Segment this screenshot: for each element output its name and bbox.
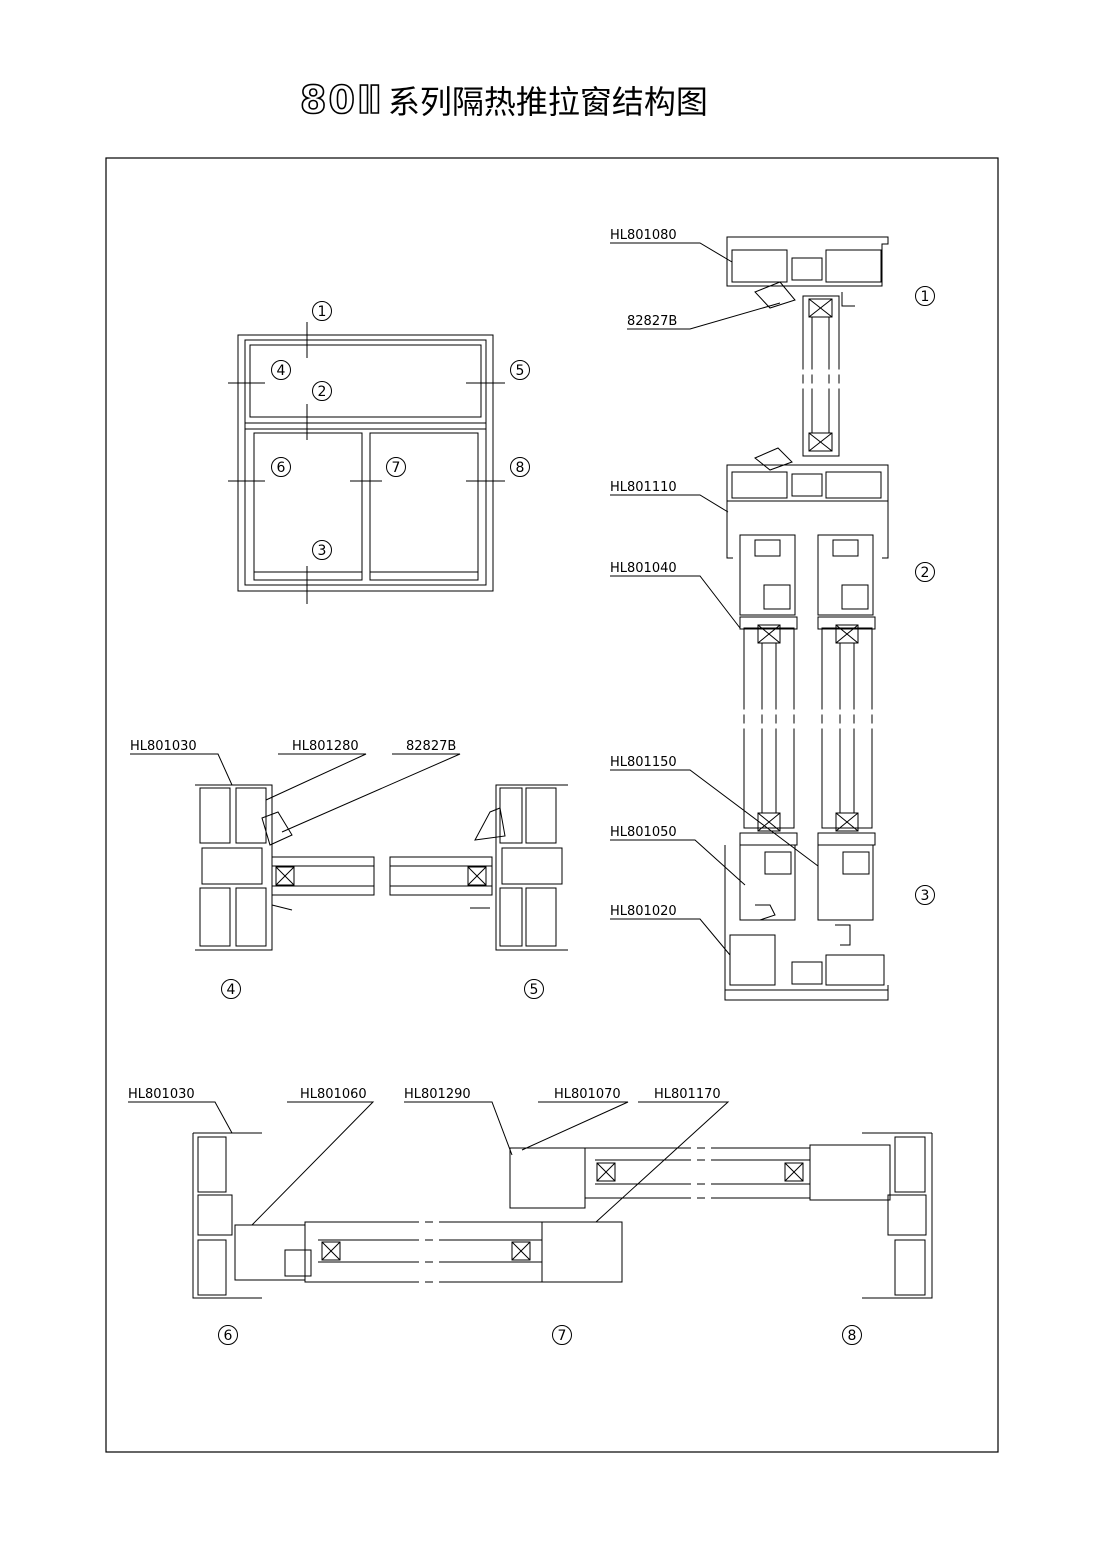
overview-marker-number-1: 1 <box>318 304 327 320</box>
part-label-hl801290: HL801290 <box>404 1087 471 1102</box>
overview-marker-number-5: 5 <box>516 363 525 379</box>
detail-marker-circle-5 <box>524 979 544 999</box>
part-label-hl801030-mid: HL801030 <box>130 739 197 754</box>
detail-marker-circle-6 <box>218 1325 238 1345</box>
part-label-p82827b-top: 82827B <box>627 314 677 329</box>
part-label-hl801110: HL801110 <box>610 480 677 495</box>
title-series-number: 80Ⅱ <box>299 77 384 123</box>
detail-marker-circle-4 <box>221 979 241 999</box>
leader-p82827b-mid <box>281 753 461 833</box>
window-elevation <box>228 322 505 604</box>
leader-hl801280 <box>265 753 367 801</box>
detail-marker-number-7: 7 <box>558 1328 567 1344</box>
leader-hl801080 <box>610 242 733 263</box>
overview-marker-number-6: 6 <box>277 460 286 476</box>
leader-hl801290 <box>404 1101 513 1156</box>
part-label-hl801040: HL801040 <box>610 561 677 576</box>
part-label-hl801280: HL801280 <box>292 739 359 754</box>
overview-marker-circle-7 <box>386 457 406 477</box>
leader-hl801040 <box>610 575 741 629</box>
vertical-section <box>724 236 889 1001</box>
overview-section-markers: 1 2 3 4 5 6 7 8 <box>271 301 530 560</box>
part-label-hl801060: HL801060 <box>300 1087 367 1102</box>
overview-marker-circle-3 <box>312 540 332 560</box>
overview-marker-number-3: 3 <box>318 543 327 559</box>
detail-marker-circle-8 <box>842 1325 862 1345</box>
part-label-hl801170: HL801170 <box>654 1087 721 1102</box>
overview-marker-number-2: 2 <box>318 384 327 400</box>
part-leaders: HL80108082827BHL801110HL801040HL801150HL… <box>128 228 819 1226</box>
overview-marker-number-4: 4 <box>277 363 286 379</box>
part-label-hl801080: HL801080 <box>610 228 677 243</box>
detail-marker-circle-7 <box>552 1325 572 1345</box>
detail-marker-number-3: 3 <box>921 888 930 904</box>
overview-marker-number-7: 7 <box>392 460 401 476</box>
detail-marker-number-1: 1 <box>921 289 930 305</box>
part-label-hl801050: HL801050 <box>610 825 677 840</box>
leader-hl801170 <box>595 1101 730 1223</box>
leader-hl801150 <box>610 769 819 867</box>
leader-hl801070 <box>521 1101 629 1151</box>
part-label-p82827b-mid: 82827B <box>406 739 456 754</box>
detail-marker-number-4: 4 <box>227 982 236 998</box>
page-title: 80Ⅱ 系列隔热推拉窗结构图 <box>299 77 708 123</box>
overview-marker-circle-2 <box>312 381 332 401</box>
part-label-hl801150: HL801150 <box>610 755 677 770</box>
overview-marker-circle-5 <box>510 360 530 380</box>
title-text: 系列隔热推拉窗结构图 <box>387 83 708 121</box>
detail-marker-circle-2 <box>915 562 935 582</box>
drawing-border <box>105 157 999 1453</box>
leader-hl801050 <box>610 839 746 886</box>
detail-marker-number-5: 5 <box>530 982 539 998</box>
horizontal-section-6-7-8 <box>192 1132 933 1299</box>
leader-hl801030-mid <box>130 753 233 786</box>
overview-marker-circle-4 <box>271 360 291 380</box>
horizontal-section-4-5 <box>195 784 568 951</box>
detail-marker-circle-3 <box>915 885 935 905</box>
leader-hl801020 <box>610 918 731 956</box>
detail-marker-number-6: 6 <box>224 1328 233 1344</box>
leader-hl801060 <box>251 1101 375 1226</box>
part-label-hl801030-bot: HL801030 <box>128 1087 195 1102</box>
leader-hl801110 <box>610 494 729 513</box>
part-label-hl801020: HL801020 <box>610 904 677 919</box>
detail-marker-number-8: 8 <box>848 1328 857 1344</box>
part-label-hl801070: HL801070 <box>554 1087 621 1102</box>
overview-marker-circle-1 <box>312 301 332 321</box>
detail-section-markers: 1 2 3 4 5 6 7 8 <box>218 286 935 1345</box>
overview-marker-circle-6 <box>271 457 291 477</box>
overview-marker-circle-8 <box>510 457 530 477</box>
leader-hl801030-bot <box>128 1101 233 1134</box>
overview-marker-number-8: 8 <box>516 460 525 476</box>
detail-marker-circle-1 <box>915 286 935 306</box>
leader-p82827b-top <box>627 302 781 330</box>
detail-marker-number-2: 2 <box>921 565 930 581</box>
